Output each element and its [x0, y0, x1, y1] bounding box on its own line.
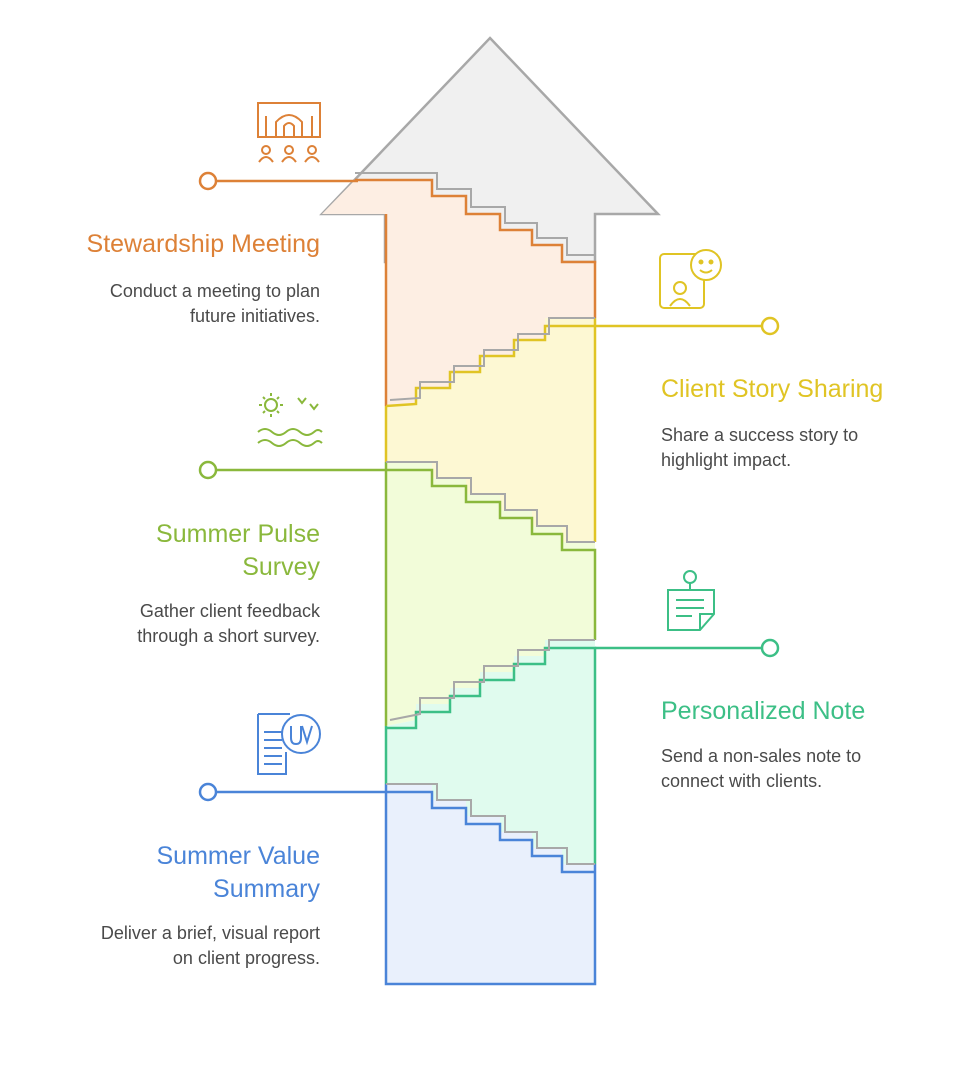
connector-summer-value-summary — [198, 782, 386, 802]
stage-desc-stewardship-meeting: Conduct a meeting to plan future initiat… — [40, 279, 320, 329]
stage-title-line: Stewardship Meeting — [86, 230, 320, 258]
stage-desc-line: through a short survey. — [137, 626, 320, 646]
story-icon — [659, 249, 722, 309]
stage-block-summer-value-summary — [386, 784, 595, 984]
stage-desc-summer-value-summary: Deliver a brief, visual report on client… — [40, 921, 320, 971]
stage-title-stewardship-meeting: Stewardship Meeting — [40, 228, 320, 261]
step-risers — [355, 172, 595, 865]
stage-edge-stewardship-meeting — [355, 178, 597, 406]
stage-block-personalized-note — [386, 640, 595, 864]
stage-desc-line: on client progress. — [172, 948, 320, 968]
note-icon — [667, 570, 715, 631]
stage-title-line: Summer Value — [156, 842, 321, 870]
stage-desc-line: highlight impact. — [661, 450, 792, 470]
stage-desc-line: Conduct a meeting to plan — [109, 281, 320, 301]
stage-title-line: Personalized Note — [661, 697, 866, 725]
connector-dot-personalized-note — [760, 638, 780, 658]
stage-title-line: Client Story Sharing — [661, 375, 884, 403]
connector-dot-summer-pulse-survey — [198, 460, 218, 480]
connector-summer-pulse-survey — [198, 460, 386, 480]
stage-title-line: Summary — [213, 875, 320, 903]
stage-title-line: Summer Pulse — [156, 520, 320, 548]
connector-dot-client-story-sharing — [760, 316, 780, 336]
stage-title-summer-pulse-survey: Summer Pulse Survey — [40, 518, 320, 584]
report-icon — [257, 713, 321, 775]
stage-title-line: Survey — [242, 553, 320, 581]
stage-desc-line: future initiatives. — [189, 306, 320, 326]
stage-edge-summer-value-summary — [384, 784, 597, 986]
stage-desc-line: connect with clients. — [661, 771, 823, 791]
connector-client-story-sharing — [595, 316, 780, 336]
stage-desc-line: Gather client feedback — [139, 601, 320, 621]
stage-title-personalized-note: Personalized Note — [661, 695, 961, 728]
connector-personalized-note — [595, 638, 780, 658]
stage-block-summer-pulse-survey — [386, 462, 595, 726]
step-line-client-story-sharing — [385, 324, 595, 408]
stage-desc-client-story-sharing: Share a success story to highlight impac… — [661, 423, 961, 473]
stage-edge-client-story-sharing — [384, 318, 597, 542]
meeting-icon — [257, 102, 321, 163]
stage-desc-personalized-note: Send a non-sales note to connect with cl… — [661, 744, 961, 794]
stage-desc-summer-pulse-survey: Gather client feedback through a short s… — [40, 599, 320, 649]
stage-edge-summer-pulse-survey — [384, 462, 597, 726]
connector-dot-summer-value-summary — [198, 782, 218, 802]
connector-dot-stewardship-meeting — [198, 171, 218, 191]
connector-stewardship-meeting — [198, 171, 358, 191]
summer-icon — [257, 393, 323, 447]
stage-block-client-story-sharing — [386, 318, 595, 542]
stage-block-stewardship-meeting — [322, 180, 595, 406]
stage-desc-line: Deliver a brief, visual report — [100, 923, 320, 943]
stage-desc-line: Send a non-sales note to — [661, 746, 862, 766]
stage-desc-line: Share a success story to — [661, 425, 859, 445]
stage-title-client-story-sharing: Client Story Sharing — [661, 373, 961, 406]
stage-edge-personalized-note — [384, 646, 597, 864]
stage-title-summer-value-summary: Summer Value Summary — [40, 840, 321, 906]
